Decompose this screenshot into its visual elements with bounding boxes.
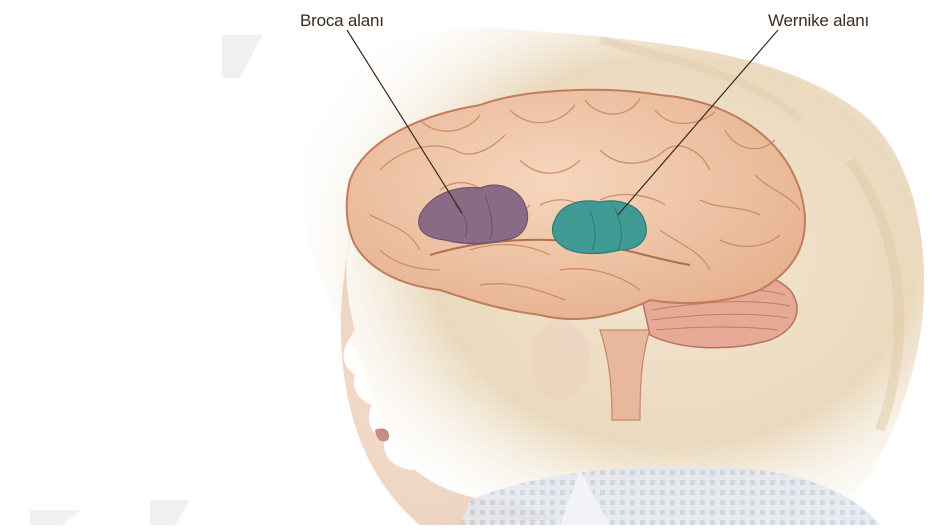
wernike-area — [552, 201, 646, 254]
decorative-chevron-bottom — [30, 510, 80, 525]
wernike-area-label: Wernike alanı — [768, 11, 869, 31]
broca-area-label: Broca alanı — [300, 11, 384, 31]
decorative-chevron-top — [222, 35, 262, 78]
